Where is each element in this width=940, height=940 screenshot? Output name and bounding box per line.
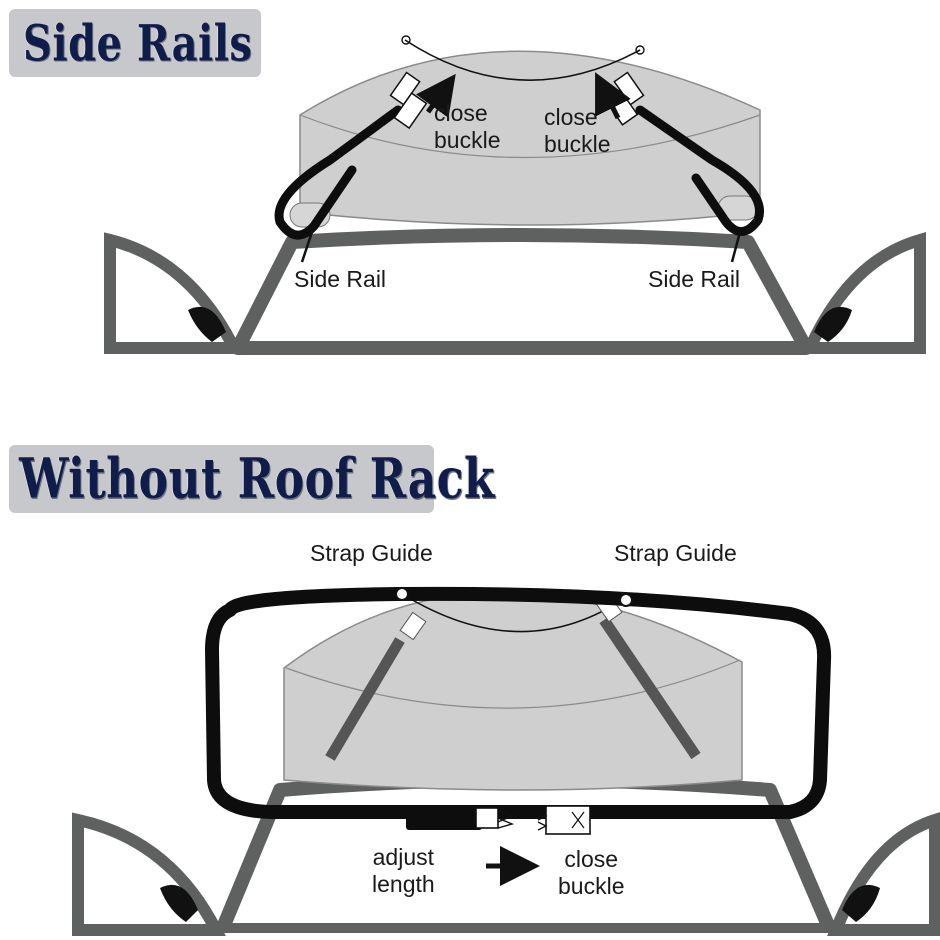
heading-without-roof-rack: Without Roof Rack: [9, 445, 495, 513]
side-mirror-left: [188, 306, 226, 342]
label-buckle-word: buckle: [544, 131, 611, 157]
pointer-side-rail-left: [300, 231, 314, 263]
no-rack-illustration: [72, 586, 940, 936]
label-close-word: close: [544, 104, 598, 130]
label-strap-guide-left: Strap Guide: [310, 540, 433, 566]
label-adjust-length: adjust length: [372, 844, 435, 898]
side-mirror-right: [814, 306, 852, 342]
arrow-close-buckle-left: [416, 73, 456, 118]
roof-bag-lower: [283, 591, 743, 791]
label-buckle-word: buckle: [558, 873, 625, 899]
buckle-male: [475, 807, 515, 829]
label-strap-guide-right: Strap Guide: [614, 540, 737, 566]
strap-loop-around-car: [205, 586, 832, 819]
strap-right: [635, 105, 764, 236]
strap-guide-ring-left: [395, 587, 409, 601]
heading-without-roof-rack-text: Without Roof Rack: [19, 447, 496, 511]
label-side-rail-right: Side Rail: [648, 266, 741, 292]
car-roof-frame-lower: [215, 773, 837, 933]
heading-side-rails-text: Side Rails: [23, 13, 253, 73]
roof-bag: [299, 50, 761, 226]
label-length-word: length: [372, 871, 435, 897]
strap-guide-ring-right: [619, 593, 633, 607]
strap-adjuster: [406, 806, 482, 830]
label-side-rail-left: Side Rail: [294, 266, 387, 292]
heading-side-rails: Side Rails: [9, 9, 261, 77]
label-close-buckle-right: close buckle: [544, 104, 610, 158]
buckle-female: [537, 805, 591, 835]
label-close-word: close: [434, 100, 488, 126]
label-close-word: close: [564, 846, 619, 872]
label-close-buckle-left: close buckle: [434, 100, 500, 154]
pointer-side-rail-right: [730, 231, 742, 263]
label-close-buckle-lower: close buckle: [558, 846, 624, 900]
label-buckle-word: buckle: [434, 127, 501, 153]
label-adjust-word: adjust: [372, 844, 435, 870]
arrow-close-buckle-right: [595, 72, 631, 120]
side-rails-illustration: [104, 35, 926, 355]
car-pillar-left-lower: [72, 812, 226, 936]
car-roof-frame: [231, 228, 813, 355]
strap-left: [274, 105, 403, 240]
